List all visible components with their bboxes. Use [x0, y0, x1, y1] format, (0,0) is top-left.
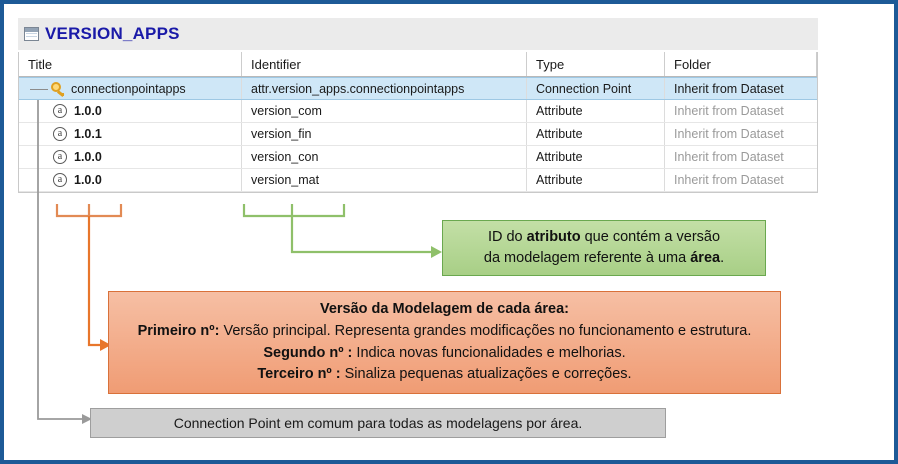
cell-title: connectionpointapps — [19, 78, 242, 99]
column-header-type[interactable]: Type — [527, 52, 665, 76]
cell-identifier: version_fin — [242, 123, 527, 145]
attribute-icon: a — [53, 150, 67, 164]
green-line2-c: . — [720, 250, 725, 266]
orange-bracket — [55, 204, 123, 218]
orange-connector-line — [87, 216, 100, 347]
attribute-icon: a — [53, 104, 67, 118]
orange-line1-text: Versão principal. Representa grandes mod… — [219, 322, 752, 339]
cell-folder: Inherit from Dataset — [674, 150, 784, 164]
attributes-table: Title Identifier Type Folder connectionp… — [18, 52, 818, 193]
green-line1-bold: atributo — [526, 228, 581, 245]
column-header-title[interactable]: Title — [19, 52, 242, 76]
cell-title: a 1.0.1 — [19, 123, 242, 145]
column-header-identifier[interactable]: Identifier — [242, 52, 527, 76]
row-title-text: 1.0.0 — [74, 104, 102, 118]
orange-line3-text: Sinaliza pequenas atualizações e correçõ… — [340, 366, 632, 383]
orange-line2-label: Segundo nº : — [263, 344, 353, 361]
table-row[interactable]: connectionpointapps attr.version_apps.co… — [19, 77, 817, 100]
row-title-text: 1.0.1 — [74, 127, 102, 141]
tree-line-icon — [28, 78, 50, 99]
green-line2-a: da modelagem referente à uma — [483, 250, 691, 266]
cell-title: a 1.0.0 — [19, 100, 242, 122]
orange-line1-label: Primeiro nº: — [137, 322, 220, 339]
green-connector-line — [290, 216, 431, 254]
column-header-folder[interactable]: Folder — [665, 52, 817, 76]
orange-line3-label: Terceiro nº : — [257, 366, 341, 383]
green-line1-a: ID do — [487, 228, 527, 245]
orange-heading: Versão da Modelagem de cada área: — [319, 301, 569, 317]
attribute-icon: a — [53, 173, 67, 187]
grid-table-icon — [24, 27, 39, 41]
table-row[interactable]: a 1.0.0 version_com Attribute Inherit fr… — [19, 100, 817, 123]
row-title-text: connectionpointapps — [71, 81, 186, 96]
cell-identifier: version_com — [242, 100, 527, 122]
cell-title: a 1.0.0 — [19, 169, 242, 191]
green-line2-bold: área — [690, 250, 721, 266]
row-title-text: 1.0.0 — [74, 150, 102, 164]
cell-folder: Inherit from Dataset — [674, 81, 784, 96]
attribute-icon: a — [53, 127, 67, 141]
orange-callout-box: Versão da Modelagem de cada área: Primei… — [108, 291, 781, 394]
row-title-text: 1.0.0 — [74, 173, 102, 187]
cell-folder: Inherit from Dataset — [674, 127, 784, 141]
cell-title: a 1.0.0 — [19, 146, 242, 168]
table-header-row: Title Identifier Type Folder — [19, 52, 817, 77]
cell-identifier: version_con — [242, 146, 527, 168]
key-icon — [50, 81, 65, 97]
cell-type: Attribute — [527, 100, 665, 122]
cell-type: Attribute — [527, 169, 665, 191]
table-row[interactable]: a 1.0.0 version_mat Attribute Inherit fr… — [19, 169, 817, 192]
green-bracket — [242, 204, 346, 218]
table-row[interactable]: a 1.0.0 version_con Attribute Inherit fr… — [19, 146, 817, 169]
gray-callout-box: Connection Point em comum para todas as … — [90, 408, 666, 438]
green-callout-box: ID do atributo que contém a versão da mo… — [442, 220, 766, 276]
cell-folder: Inherit from Dataset — [674, 104, 784, 118]
orange-line2-text: Indica novas funcionalidades e melhorias… — [352, 344, 626, 361]
page-title: VERSION_APPS — [45, 24, 180, 43]
table-row[interactable]: a 1.0.1 version_fin Attribute Inherit fr… — [19, 123, 817, 146]
cell-identifier: attr.version_apps.connectionpointapps — [242, 78, 527, 99]
cell-identifier: version_mat — [242, 169, 527, 191]
object-title-bar: VERSION_APPS — [18, 18, 818, 50]
cell-type: Attribute — [527, 123, 665, 145]
green-line1-c: que contém a versão — [580, 228, 721, 245]
cell-type: Attribute — [527, 146, 665, 168]
gray-callout-text: Connection Point em comum para todas as … — [173, 415, 583, 431]
green-arrow-head — [431, 246, 442, 258]
cell-folder: Inherit from Dataset — [674, 173, 784, 187]
cell-type: Connection Point — [527, 78, 665, 99]
